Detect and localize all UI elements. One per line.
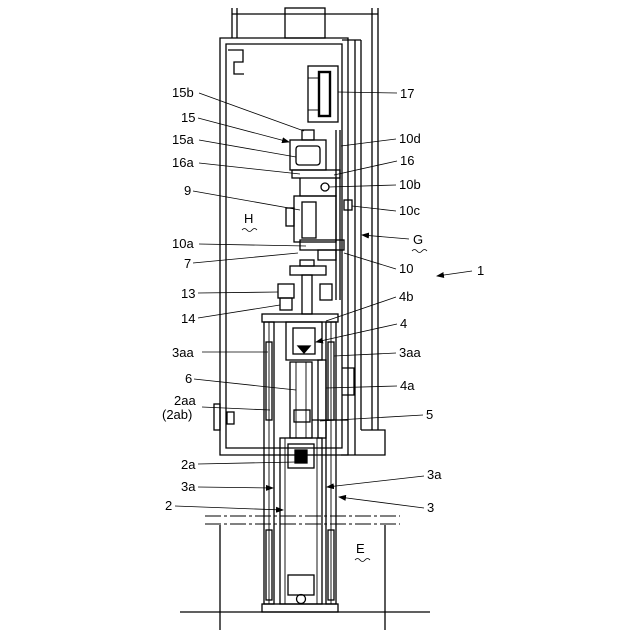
part-15b-cap [302, 130, 314, 140]
callout-3a-right: 3a [427, 467, 442, 482]
leader-10b [329, 185, 396, 187]
leader-16a [199, 163, 300, 174]
lower-structure-e [180, 525, 430, 630]
leader-3 [339, 497, 424, 508]
callout-10a: 10a [172, 236, 194, 251]
leader-1 [437, 271, 472, 276]
block-7-top [300, 260, 314, 266]
leader-2aa [202, 407, 270, 410]
upper-structure [232, 8, 378, 430]
leader-16 [334, 161, 397, 175]
callout-10b: 10b [399, 177, 421, 192]
housing-inner-frame [226, 44, 342, 448]
leader-7 [193, 253, 298, 263]
carriage-4-pointer [298, 346, 310, 353]
mast-3-base-plate [262, 604, 338, 612]
leader-3a-left [198, 487, 273, 488]
leader-10 [344, 253, 396, 269]
bar-7 [290, 266, 326, 275]
callout-3a-left: 3a [181, 479, 196, 494]
callout-e: E [356, 541, 365, 556]
callout-h: H [244, 211, 253, 226]
housing-top-hook [228, 50, 244, 74]
callout-3: 3 [427, 500, 434, 515]
callout-1: 1 [477, 263, 484, 278]
leader-13 [198, 292, 278, 293]
bracket-9-nut [286, 208, 294, 226]
callout-14: 14 [181, 311, 195, 326]
callout-15a: 15a [172, 132, 194, 147]
callout-13: 13 [181, 286, 195, 301]
callout-7: 7 [184, 256, 191, 271]
bracket-9-inner [302, 202, 316, 238]
callout-16a: 16a [172, 155, 194, 170]
leader-15b [199, 93, 304, 131]
callout-4a: 4a [400, 378, 415, 393]
leader-9 [193, 191, 300, 210]
unit-17-outer [308, 66, 338, 122]
leader-10c [352, 206, 396, 211]
callout-15b: 15b [172, 85, 194, 100]
callout-2ab: (2ab) [162, 407, 192, 422]
guide-right [320, 284, 332, 300]
unit-17-inner [319, 72, 330, 116]
housing-outer-frame [220, 38, 348, 455]
leader-2 [175, 506, 283, 510]
housing-side-fastener [227, 412, 234, 424]
leader-6 [194, 379, 296, 390]
leader-g [362, 235, 409, 239]
leader-10a [199, 244, 306, 246]
callout-10d: 10d [399, 131, 421, 146]
callout-4: 4 [400, 316, 407, 331]
callout-labels: 15b 15 15a 16a 9 H 10a 7 13 14 3aa 6 2aa… [162, 85, 484, 556]
upper-block [285, 8, 325, 38]
leader-4 [316, 324, 397, 342]
callout-3aa-left: 3aa [172, 345, 194, 360]
guide-14 [280, 298, 292, 310]
housing-h [214, 38, 354, 455]
callout-16: 16 [400, 153, 414, 168]
block-2a-core [295, 450, 307, 463]
upper-mechanism [278, 66, 352, 314]
mast-2-inner [280, 438, 322, 604]
callout-2: 2 [165, 498, 172, 513]
callout-17: 17 [400, 86, 414, 101]
underline-h [242, 229, 257, 232]
callout-9: 9 [184, 183, 191, 198]
leader-3a-right [327, 476, 424, 487]
pin-10b [321, 183, 329, 191]
callout-4b: 4b [399, 289, 413, 304]
guide-13 [278, 284, 294, 298]
leader-15a [199, 140, 296, 157]
mast-2-bottom-pulley [297, 595, 306, 604]
shaft [302, 275, 312, 314]
leader-15 [198, 118, 289, 142]
leader-10d [341, 139, 396, 146]
callout-g: G [413, 232, 423, 247]
callout-2a: 2a [181, 457, 196, 472]
callout-15: 15 [181, 110, 195, 125]
callout-10c: 10c [399, 203, 420, 218]
callout-10: 10 [399, 261, 413, 276]
leader-3aa-right [334, 353, 396, 356]
leader-17 [338, 92, 397, 93]
block-10 [318, 250, 336, 260]
slide-4a [318, 360, 326, 438]
underline-g [412, 250, 427, 253]
leader-14 [198, 305, 280, 318]
carriage-assembly [286, 322, 348, 438]
callout-2aa: 2aa [174, 393, 196, 408]
floor-band [205, 516, 400, 524]
column-6-body [290, 362, 312, 438]
bracket-9-body [294, 196, 336, 242]
underline-e [355, 559, 370, 562]
callout-5: 5 [426, 407, 433, 422]
part-15a-core [296, 146, 320, 165]
mast-2-bottom-block [288, 575, 314, 595]
callout-3aa-right: 3aa [399, 345, 421, 360]
callout-6: 6 [185, 371, 192, 386]
leader-2a [198, 462, 296, 464]
